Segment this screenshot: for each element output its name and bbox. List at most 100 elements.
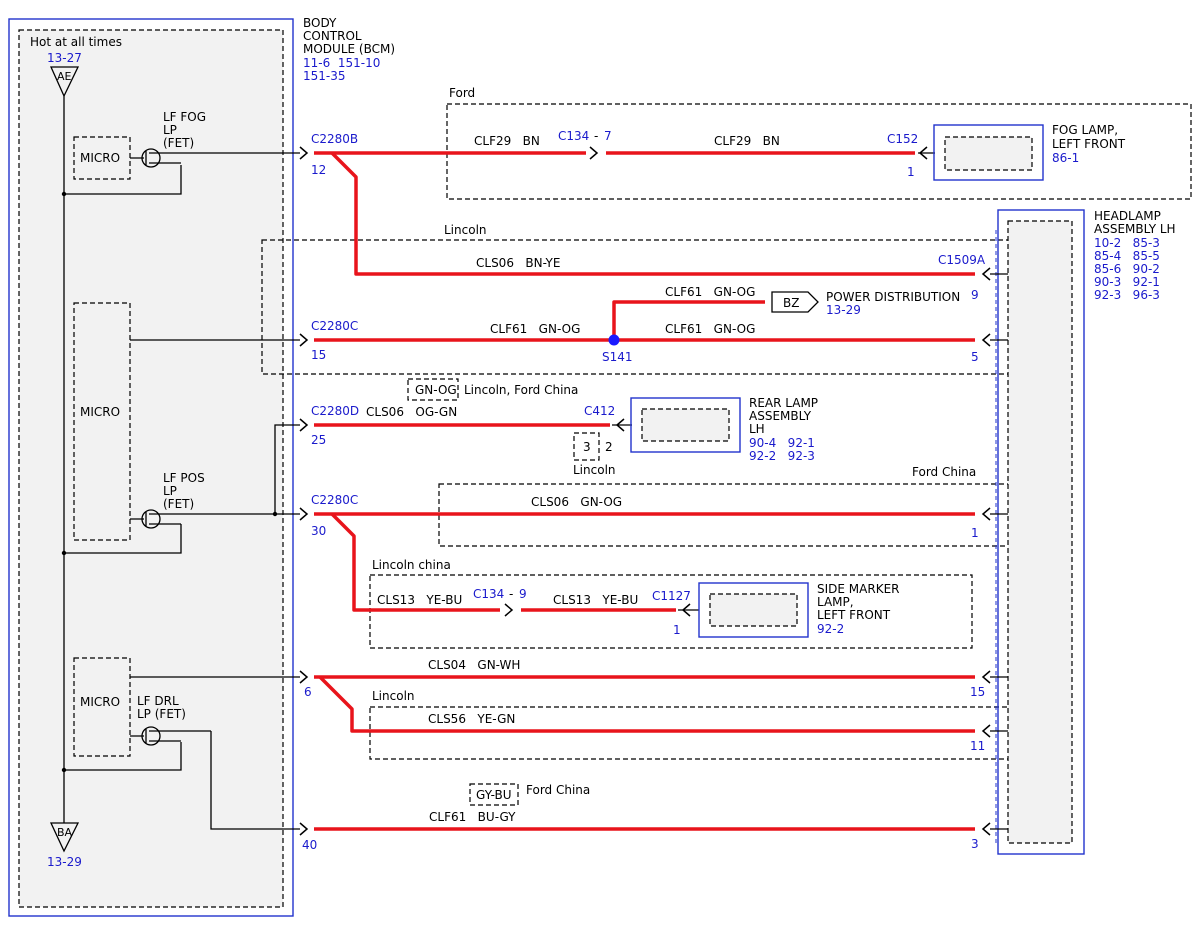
- pos-fet-label-1: LF POS: [163, 471, 205, 485]
- label-cls06-gn-og: CLS06 GN-OG: [531, 495, 622, 509]
- fog-fet-leads: [130, 151, 181, 165]
- bcm-hot-label: Hot at all times: [30, 35, 122, 49]
- label-clf61-gn-og-l: CLF61 GN-OG: [490, 322, 580, 336]
- power-distribution: BZ POWER DISTRIBUTION 13-29: [771, 290, 960, 317]
- chevron-hl-5: [981, 333, 991, 347]
- bcm-title-2: CONTROL: [303, 29, 362, 43]
- headlamp-inner: [1007, 220, 1073, 844]
- conn-bcm-pin40: 40: [302, 838, 317, 852]
- chevron-c2280b: [299, 146, 309, 160]
- conn-c2280c-1-pin: 15: [311, 348, 326, 362]
- chevron-bcm-6: [299, 670, 309, 684]
- bcm-top-tag: AE: [57, 70, 72, 83]
- conn-c412: C412: [584, 404, 615, 418]
- bcm-bottom-ref: 13-29: [47, 855, 82, 869]
- bcm-bottom-tag: BA: [57, 826, 73, 839]
- drl-fet-leads: [130, 729, 211, 743]
- region-ford-label: Ford: [449, 86, 475, 100]
- region-lincoln-ford-china-label: Lincoln, Ford China: [464, 383, 578, 397]
- region-ford: [446, 103, 1192, 200]
- chevron-bcm-40: [299, 822, 309, 836]
- bz-tag-icon: [771, 291, 819, 313]
- conn-c2280d-pin: 25: [311, 433, 326, 447]
- rear-lamp-title-1: REAR LAMP: [749, 396, 818, 410]
- conn-bcm-pin6: 6: [304, 685, 312, 699]
- label-cls04-gn-wh: CLS04 GN-WH: [428, 658, 520, 672]
- bcm-title-3: MODULE (BCM): [303, 42, 395, 56]
- region-ford-china-label: Ford China: [912, 465, 976, 479]
- chevron-hl-15: [981, 670, 991, 684]
- alt-color-gy-bu: GY-BU: [476, 788, 512, 802]
- micro-box-drl: [73, 657, 131, 757]
- bcm-output-leads: [130, 146, 309, 836]
- conn-c1509a: C1509A: [938, 253, 986, 267]
- c412-alt-pin: 3: [583, 440, 591, 454]
- conn-hl-pin3: 3: [971, 837, 979, 851]
- conn-c2280c-2: C2280C: [311, 493, 358, 507]
- conn-c2280b: C2280B: [311, 132, 358, 146]
- headlamp-ref-3: 85-6 90-2: [1094, 262, 1160, 276]
- conn-c2280c-2-pin: 30: [311, 524, 326, 538]
- headlamp-ref-2: 85-4 85-5: [1094, 249, 1160, 263]
- label-clf29-bn-2: CLF29 BN: [714, 134, 780, 148]
- headlamp-ref-5: 92-3 96-3: [1094, 288, 1160, 302]
- rear-lamp-title-3: LH: [749, 422, 765, 436]
- micro-label-fog: MICRO: [80, 151, 120, 165]
- side-marker-lamp: SIDE MARKER LAMP, LEFT FRONT 92-2: [698, 582, 899, 638]
- bus-junction-2: [61, 550, 67, 556]
- conn-c152-pin: 1: [907, 165, 915, 179]
- rear-lamp-outline: [630, 397, 741, 453]
- side-marker-inner: [709, 593, 798, 627]
- region-lincoln-top-label: Lincoln: [444, 223, 487, 237]
- conn-c2280c-1: C2280C: [311, 319, 358, 333]
- alt-color-gn-og: GN-OG: [415, 383, 457, 397]
- conn-c134b: C134: [473, 587, 504, 601]
- region-lincoln-top: [261, 239, 1047, 375]
- fog-fet-label-3: (FET): [163, 136, 194, 150]
- power-feed-triangle-icon: [49, 66, 80, 98]
- headlamp-ref-1: 10-2 85-3: [1094, 236, 1160, 250]
- splice-s141-icon: [608, 334, 620, 346]
- fog-lamp-outline: [933, 124, 1044, 181]
- fog-lamp-title-1: FOG LAMP,: [1052, 123, 1118, 137]
- conn-c134a-sep: -: [594, 129, 598, 143]
- headlamp-assembly: HEADLAMP ASSEMBLY LH 10-2 85-3 85-4 85-5…: [990, 209, 1176, 855]
- conn-c2280b-pin: 12: [311, 163, 326, 177]
- chevron-c2280c-30: [299, 507, 309, 521]
- micro-label-drl: MICRO: [80, 695, 120, 709]
- headlamp-title-2: ASSEMBLY LH: [1094, 222, 1176, 236]
- micro-label-pos: MICRO: [80, 405, 120, 419]
- region-lincoln-china-label: Lincoln china: [372, 558, 451, 572]
- connector-labels: C2280B 12 C134 - 7 C152 1 C1509A 9 C2280…: [302, 129, 986, 852]
- conn-c134a-pin: 7: [604, 129, 612, 143]
- fog-lamp-inner: [944, 136, 1033, 171]
- chevron-c134-9: [504, 603, 514, 617]
- power-dist-ref: 13-29: [826, 303, 861, 317]
- chevron-c134-7: [589, 146, 599, 160]
- bcm-ref-2: 151-35: [303, 69, 346, 83]
- region-ford-china-low-label: Ford China: [526, 783, 590, 797]
- conn-hl-pin1: 1: [971, 526, 979, 540]
- side-marker-title-3: LEFT FRONT: [817, 608, 891, 622]
- conn-c134b-sep: -: [509, 587, 513, 601]
- side-marker-outline: [698, 582, 809, 638]
- label-clf61-gn-og-up: CLF61 GN-OG: [665, 285, 755, 299]
- chevron-hl-11: [981, 724, 991, 738]
- label-cls13-ye-bu-2: CLS13 YE-BU: [553, 593, 638, 607]
- headlamp-outline: [997, 209, 1085, 855]
- chevron-hl-3: [981, 822, 991, 836]
- conn-c2280d: C2280D: [311, 404, 359, 418]
- bus-junction-3: [61, 767, 67, 773]
- alt-color-box-gy-bu: [469, 783, 519, 806]
- fog-fet-label-1: LF FOG: [163, 110, 206, 124]
- fog-fet-label-2: LP: [163, 123, 177, 137]
- fog-fet-return: [64, 165, 182, 195]
- conn-c134b-pin: 9: [519, 587, 527, 601]
- headlamp-title-1: HEADLAMP: [1094, 209, 1161, 223]
- label-clf29-bn-1: CLF29 BN: [474, 134, 540, 148]
- conn-c134a: C134: [558, 129, 589, 143]
- chevron-hl-9: [981, 267, 991, 281]
- bcm-title-1: BODY: [303, 16, 337, 30]
- side-marker-title-2: LAMP,: [817, 595, 854, 609]
